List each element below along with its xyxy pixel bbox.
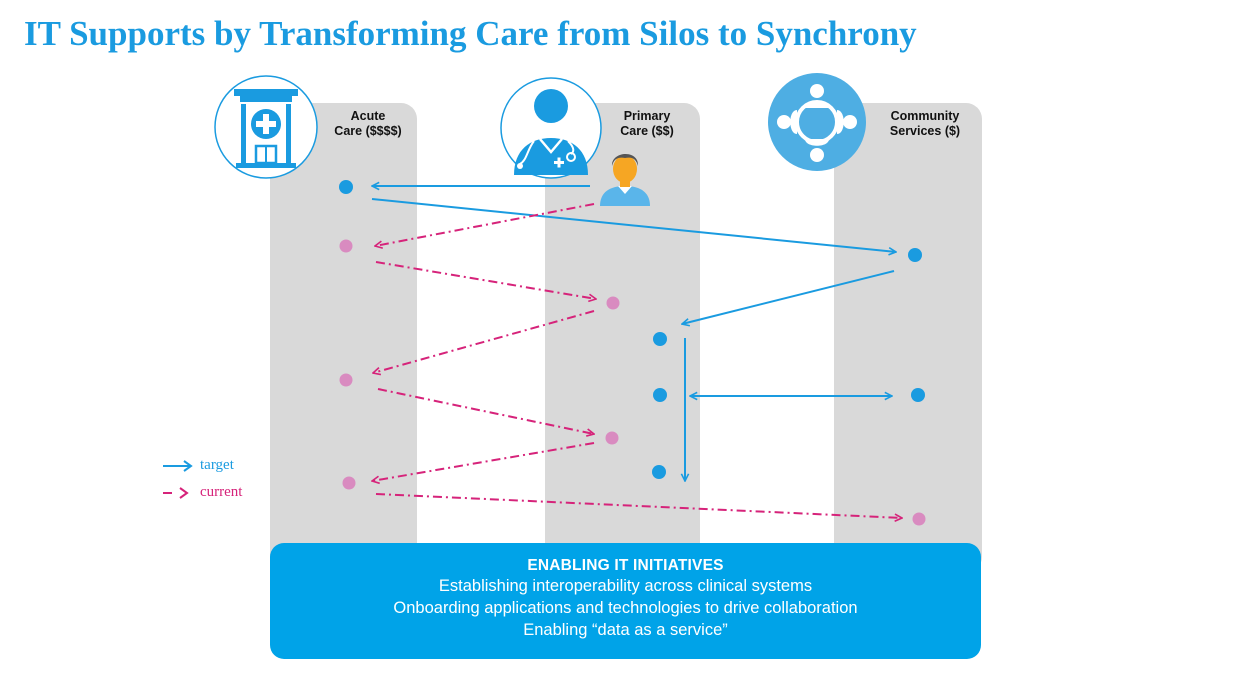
column-label-acute-care: Acute Care ($$$$)	[334, 109, 402, 138]
target-arrow-community-to-primary	[682, 270, 895, 324]
lane-community-services	[834, 103, 982, 573]
target-dot	[652, 465, 666, 479]
target-dots	[339, 180, 925, 479]
current-flow	[372, 203, 902, 518]
current-dot	[342, 476, 356, 490]
target-dot	[653, 388, 667, 402]
current-dot	[339, 239, 353, 253]
target-dot	[911, 388, 925, 402]
current-dot	[605, 431, 619, 445]
enabling-line: Establishing interoperability across cli…	[438, 577, 813, 595]
target-dot	[339, 180, 353, 194]
enabling-line: Enabling “data as a service”	[523, 621, 728, 639]
target-arrow-acute-to-community	[371, 198, 896, 252]
lane-acute-care	[270, 103, 417, 573]
current-arrow-icon	[163, 486, 189, 499]
target-flow	[372, 186, 896, 481]
legend-current-label: current	[200, 484, 243, 500]
current-arrow-3	[373, 310, 595, 373]
legend-current: current	[162, 484, 242, 501]
current-arrow-1	[375, 203, 595, 246]
current-dot	[339, 373, 353, 387]
legend-target-label: target	[200, 457, 234, 473]
current-arrow-6	[375, 493, 902, 518]
current-arrow-2	[375, 261, 596, 299]
hospital-icon	[214, 75, 318, 179]
column-label-primary-care: Primary Care ($$)	[620, 109, 674, 138]
column-label-community-services: Community Services ($)	[889, 109, 961, 138]
target-dot	[908, 248, 922, 262]
current-dot	[912, 512, 926, 526]
enabling-it-initiatives-box: ENABLING IT INITIATIVES Establishing int…	[270, 543, 981, 659]
patient-icon	[600, 153, 650, 206]
current-dot	[606, 296, 620, 310]
enabling-line: Onboarding applications and technologies…	[393, 599, 858, 617]
page-title: IT Supports by Transforming Care from Si…	[24, 14, 917, 53]
legend-target: target	[162, 457, 234, 474]
doctor-icon	[500, 77, 602, 179]
current-dots	[339, 239, 926, 526]
target-dot	[653, 332, 667, 346]
community-icon	[768, 73, 866, 171]
enabling-title: ENABLING IT INITIATIVES	[527, 557, 724, 574]
target-arrow-icon	[163, 459, 193, 472]
